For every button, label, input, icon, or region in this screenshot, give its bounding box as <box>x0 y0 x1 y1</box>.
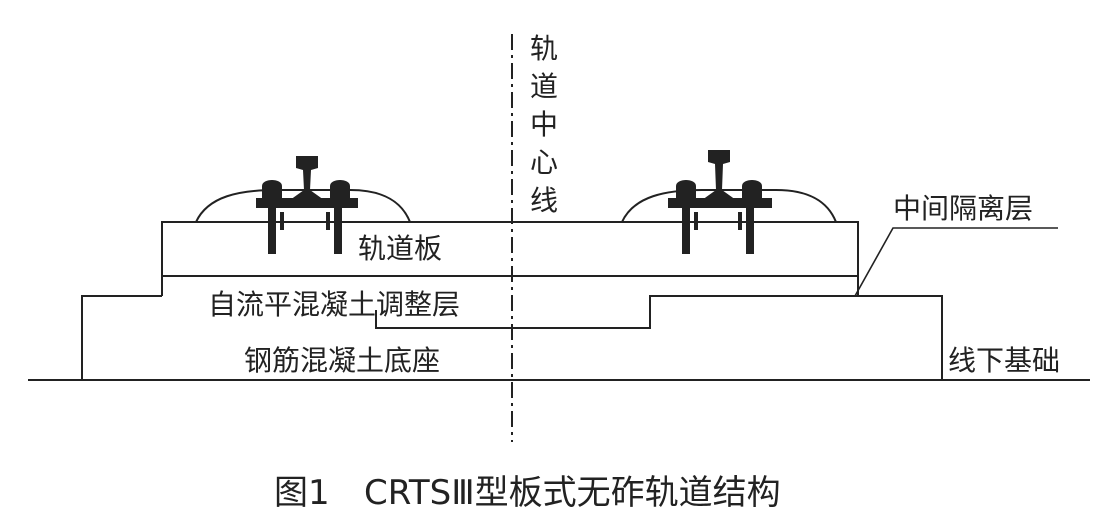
figure-title: CRTSⅢ型板式无砟轨道结构 <box>364 473 781 513</box>
left-anchor-bolt-3 <box>280 212 284 230</box>
right-anchor-bolt-3 <box>694 212 698 230</box>
figure-number: 图1 <box>274 473 330 513</box>
track-slab-outline <box>161 221 859 277</box>
centerline-label-char-5: 线 <box>530 184 558 217</box>
right-anchor-bolt-2 <box>746 208 754 254</box>
isolation-layer-leader <box>854 227 1058 297</box>
right-anchor-bolt-1 <box>682 208 690 254</box>
right-clip-left-icon <box>676 180 696 202</box>
right-rail-pad-dome <box>621 189 837 223</box>
centerline-label-char-3: 中 <box>530 108 558 141</box>
right-rail-fastening <box>621 150 837 254</box>
left-rail-fastening <box>195 156 411 254</box>
centerline-label-char-2: 道 <box>530 70 558 103</box>
right-rail-base-plate <box>668 198 772 208</box>
left-anchor-bolt-1 <box>268 208 276 254</box>
right-clip-right-icon <box>742 180 762 202</box>
subgrade-label: 线下基础 <box>948 344 1060 377</box>
left-rail-base-plate <box>256 198 358 208</box>
rc-base-label: 钢筋混凝土底座 <box>244 344 440 377</box>
left-clip-right-icon <box>330 180 350 202</box>
left-rail-icon <box>290 156 324 200</box>
centerline-label-char-1: 轨 <box>530 32 558 65</box>
isolation-layer-label: 中间隔离层 <box>893 192 1033 225</box>
right-anchor-bolt-4 <box>738 212 742 230</box>
left-anchor-bolt-4 <box>326 212 330 230</box>
right-rail-icon <box>702 150 736 200</box>
left-anchor-bolt-2 <box>334 208 342 254</box>
rc-base-outline <box>81 295 943 380</box>
adjustment-layer-label: 自流平混凝土调整层 <box>208 288 460 321</box>
centerline-label-char-4: 心 <box>530 146 558 179</box>
left-clip-left-icon <box>262 180 282 202</box>
track-slab-label: 轨道板 <box>358 232 442 265</box>
